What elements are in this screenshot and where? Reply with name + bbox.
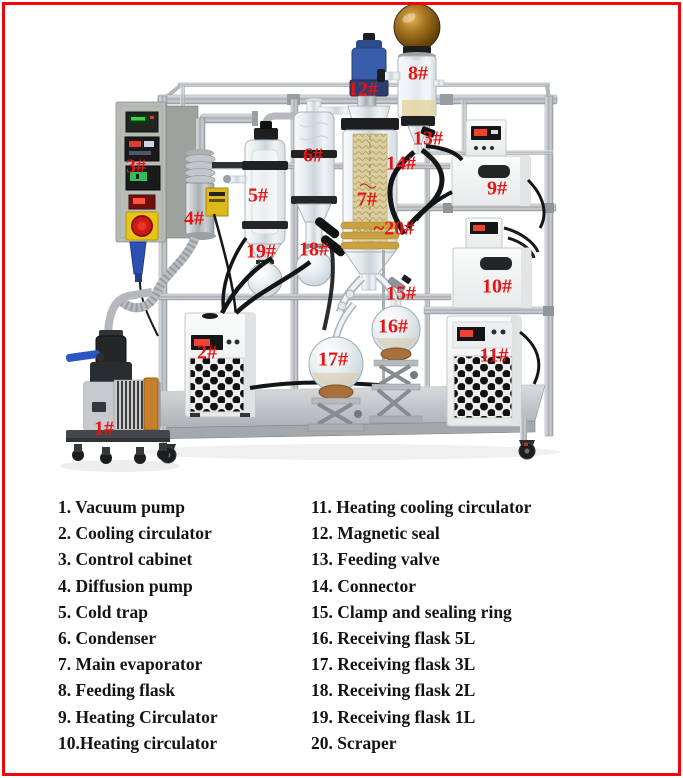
caster-wheel <box>100 447 112 464</box>
legend-item: 18. Receiving flask 2L <box>311 680 476 701</box>
handle-slot <box>480 257 512 270</box>
cork-ring <box>318 384 354 400</box>
part-label-19: 19# <box>246 240 276 263</box>
legend-left-column: 1. Vacuum pump 2. Cooling circulator 3. … <box>58 494 218 756</box>
legend-item: 7. Main evaporator <box>58 654 203 675</box>
floor-shadows <box>60 444 560 472</box>
part-label-16: 16# <box>378 315 408 338</box>
caster-wheel <box>157 443 169 460</box>
part-label-15: 15# <box>386 282 416 305</box>
part-label-8: 8# <box>408 62 428 85</box>
legend-item: 20. Scraper <box>311 732 397 753</box>
legend-item: 17. Receiving flask 3L <box>311 654 476 675</box>
hoses <box>220 144 464 390</box>
legend-item: 8. Feeding flask <box>58 680 176 701</box>
legend-item: 11. Heating cooling circulator <box>311 497 532 517</box>
vacuum-pump <box>65 288 170 464</box>
legend-item: 14. Connector <box>311 575 416 596</box>
part-label-9: 9# <box>487 177 507 200</box>
part-label-6: 6# <box>303 144 323 167</box>
cork-ring <box>380 347 412 361</box>
legend-item: 3. Control cabinet <box>58 549 193 570</box>
part-label-4: 4# <box>184 207 204 230</box>
legend-item: 1. Vacuum pump <box>58 497 185 517</box>
part-label-17: 17# <box>318 348 348 371</box>
part-label-1: 1# <box>94 417 114 440</box>
part-label-11: 11# <box>479 344 509 367</box>
legend-right-column: 11. Heating cooling circulator 12. Magne… <box>311 494 531 756</box>
part-label-14: 14# <box>386 152 416 175</box>
legend-item: 10.Heating circulator <box>58 732 218 753</box>
caster-wheel <box>72 444 84 461</box>
legend-item: 9. Heating Circulator <box>58 706 218 727</box>
part-label-13: 13# <box>413 127 443 150</box>
motor-cap <box>363 33 375 42</box>
clamp-sealing-ring <box>387 276 406 292</box>
heating-circulator-9 <box>451 119 546 229</box>
equipment-illustration <box>60 3 560 472</box>
parts-legend: 1. Vacuum pump 2. Cooling circulator 3. … <box>0 494 683 764</box>
legend-item: 12. Magnetic seal <box>311 523 440 544</box>
legend-item: 4. Diffusion pump <box>58 575 193 596</box>
handle-slot <box>478 165 510 178</box>
cooling-circulator <box>184 312 256 418</box>
legend-item: 6. Condenser <box>58 628 157 649</box>
part-label-20: ~20# <box>373 217 415 240</box>
main-evaporator <box>336 33 412 380</box>
caster-wheel <box>134 447 146 464</box>
part-label-3: 3# <box>126 155 146 178</box>
part-label-7: 7# <box>357 188 377 211</box>
legend-item: 15. Clamp and sealing ring <box>311 601 512 622</box>
equipment-photo: 1# 2# 3# 4# 5# 6# 7# 8# 9# 10# 11# 12# 13#14# 15# 16# 1… <box>60 3 560 472</box>
condenser <box>291 97 355 287</box>
legend-item: 2. Cooling circulator <box>58 523 212 544</box>
legend-item: 16. Receiving flask 5L <box>311 628 476 649</box>
part-label-12: 12# <box>348 78 378 101</box>
caster-wheel <box>518 440 536 460</box>
legend-item: 5. Cold trap <box>58 601 148 622</box>
part-label-18: 18# <box>299 238 329 261</box>
legend-item: 19. Receiving flask 1L <box>311 706 476 727</box>
part-label-2: 2# <box>197 341 217 364</box>
receiving-flasks <box>307 299 423 432</box>
heating-cooling-circulator <box>446 315 541 427</box>
heating-circulator-10 <box>452 217 540 309</box>
part-label-5: 5# <box>248 184 268 207</box>
part-label-10: 10# <box>482 275 512 298</box>
feeding-flask <box>377 3 445 155</box>
valve-handle <box>314 217 340 239</box>
legend-item: 13. Feeding valve <box>311 549 440 570</box>
